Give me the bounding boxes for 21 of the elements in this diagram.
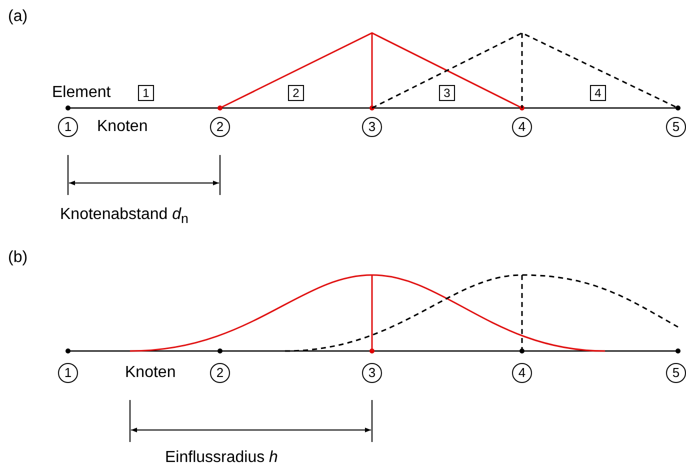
node-number: 1 (58, 363, 78, 383)
panel-label: (a) (8, 8, 28, 26)
node-number: 2 (210, 363, 230, 383)
node-number: 2 (210, 117, 230, 137)
element-number: 4 (590, 85, 606, 101)
node-label: Knoten (97, 118, 148, 136)
element-number: 1 (138, 85, 154, 101)
node-number: 3 (362, 117, 382, 137)
node-number: 1 (58, 117, 78, 137)
dimension-label: Knotenabstand d$_{n}$ (60, 206, 188, 228)
element-label: Element (52, 84, 111, 102)
node-label: Knoten (125, 364, 176, 382)
element-number: 3 (439, 85, 455, 101)
panel-label: (b) (8, 249, 28, 267)
node-number: 3 (362, 363, 382, 383)
node-number: 4 (512, 117, 532, 137)
dimension-label: Einflussradius h (165, 449, 278, 466)
element-number: 2 (288, 85, 304, 101)
node-number: 5 (666, 363, 686, 383)
node-number: 4 (512, 363, 532, 383)
node-number: 5 (666, 117, 686, 137)
